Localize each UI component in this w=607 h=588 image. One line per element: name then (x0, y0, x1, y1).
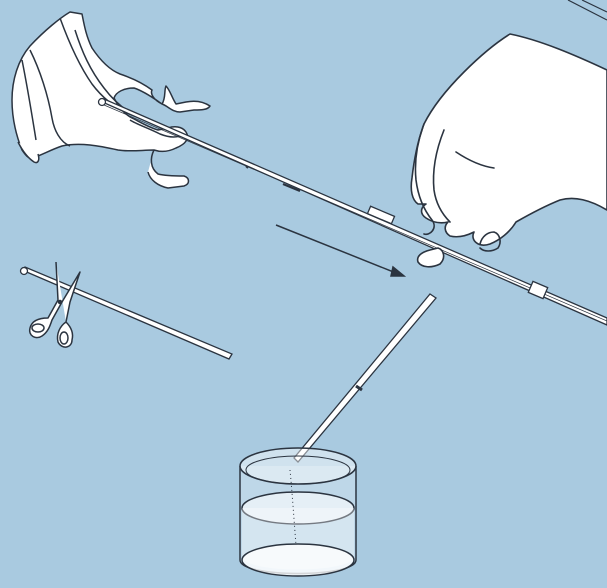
endometrial-pipette (97, 97, 607, 326)
sample-tube (293, 293, 437, 463)
top-right-edge-lines (567, 0, 607, 21)
specimen-jar (239, 447, 357, 577)
right-arrow-icon (275, 224, 407, 277)
hand-icon (410, 33, 607, 268)
uterus-anatomy (11, 11, 211, 189)
scissors-icon (28, 261, 81, 348)
